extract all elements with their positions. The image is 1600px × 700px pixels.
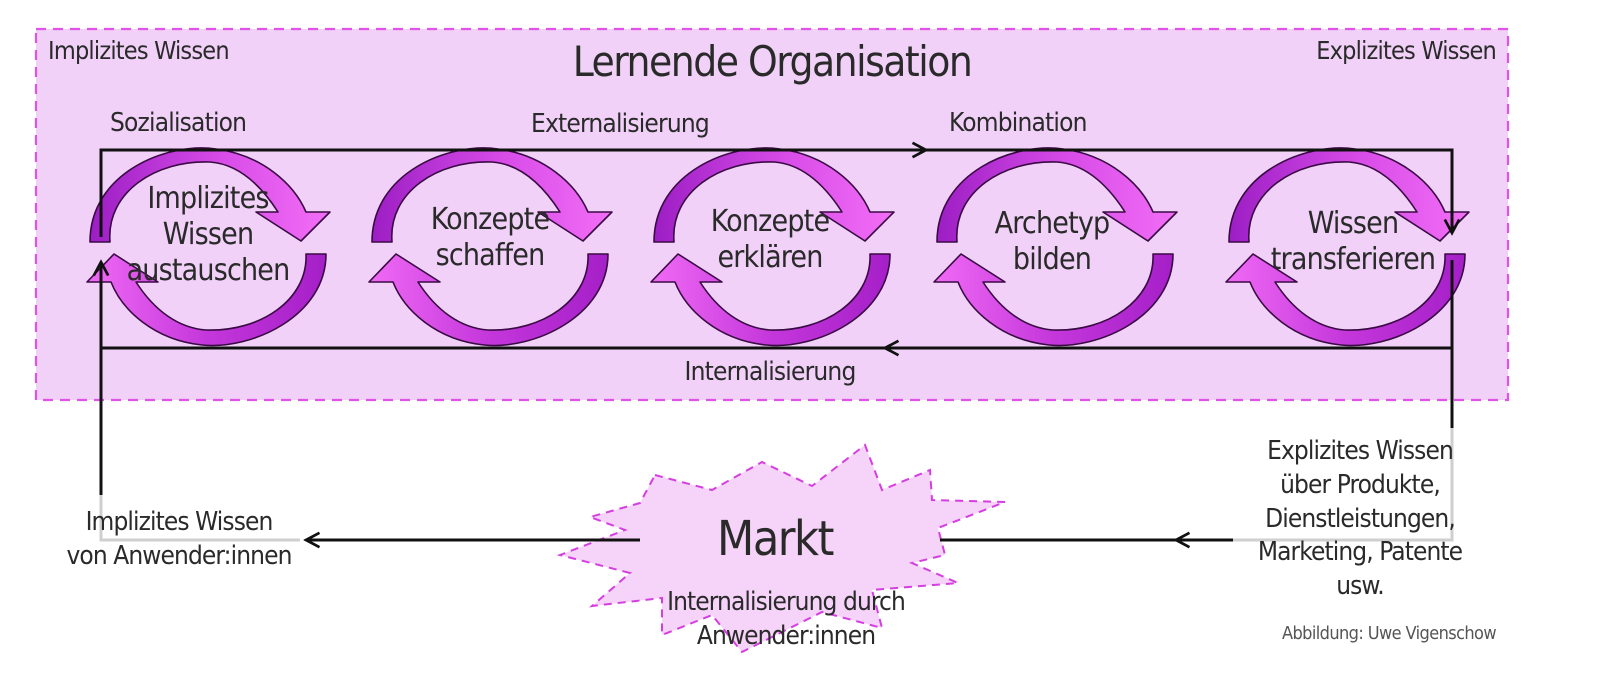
cycle-label-exchange: Implizites Wissen austauschen [126,181,291,289]
cycle-label-line: Archetyp [994,206,1111,241]
cycle-label-line: schaffen [435,238,546,273]
right-output-line: Explizites Wissen [1267,436,1454,466]
implicit-user-knowledge-label: Implizites Wissen von Anwender:innen [66,506,292,574]
cycle-label-line: Wissen [162,217,254,252]
phase-internalization-label: Internalisierung [684,357,856,387]
cycle-explain-concepts-top-arrow [653,147,895,243]
cycle-label-line: Wissen [1307,206,1399,241]
cycle-arrows [86,147,1470,347]
cycle-label-line: austauschen [126,253,291,288]
right-output-line: über Produkte, [1280,469,1441,500]
cycle-transfer-knowledge-bottom-arrow [1225,253,1466,347]
cycle-label-transfer-knowledge: Wissen transferieren [1270,206,1436,278]
market-sub-line: Anwender:innen [696,620,876,651]
explicit-product-knowledge-label: Explizites Wissen über Produkte, Dienstl… [1240,435,1480,604]
cycle-label-line: bilden [1012,242,1092,277]
cycle-label-line: erklären [717,240,823,275]
right-output-line: Dienstleistungen, [1265,503,1456,534]
phase-combination-label: Kombination [949,108,1087,138]
cycle-label-create-concepts: Konzepte schaffen [431,202,550,274]
right-output-bracket [1233,428,1454,542]
left-output-line: von Anwender:innen [66,540,292,571]
cycle-create-concepts-bottom-arrow [368,253,609,347]
phase-externalization-label: Externalisierung [531,109,710,139]
cycle-label-explain-concepts: Konzepte erklären [711,204,830,276]
top-loop-line [99,148,1452,237]
connector-lines [101,150,1452,540]
market-internalization-label: Internalisierung durch Anwender:innen [667,586,906,654]
bracket-lines [99,428,1454,542]
phase-socialization-label: Sozialisation [110,108,247,138]
cycle-create-concepts-top-arrow [371,147,613,243]
organisation-title: Lernende Organisation [572,37,973,86]
implicit-knowledge-corner-label: Implizites Wissen [48,36,230,65]
image-credit: Abbildung: Uwe Vigenschow [1282,623,1497,644]
cycle-exchange-bottom-arrow [86,253,327,347]
market-starburst [556,443,1006,654]
cycle-label-build-archetype: Archetyp bilden [994,206,1111,278]
cycle-explain-concepts-bottom-arrow [650,253,891,347]
left-output-bracket [99,495,300,542]
market-label: Markt [717,511,834,567]
right-output-line: Marketing, Patente usw. [1257,537,1463,602]
explicit-knowledge-corner-label: Explizites Wissen [1316,36,1497,65]
left-output-line: Implizites Wissen [85,507,274,537]
cycle-label-line: Konzepte [710,204,830,239]
market-sub-line: Internalisierung durch [667,587,906,617]
cycle-build-archetype-top-arrow [936,147,1178,243]
cycle-transfer-knowledge-top-arrow [1228,147,1470,243]
cycle-exchange-top-arrow [89,147,331,243]
cycle-label-line: Konzepte [430,202,550,237]
cycle-build-archetype-bottom-arrow [933,253,1174,347]
cycle-label-line: transferieren [1270,242,1436,277]
cycle-label-line: Implizites [147,181,269,216]
